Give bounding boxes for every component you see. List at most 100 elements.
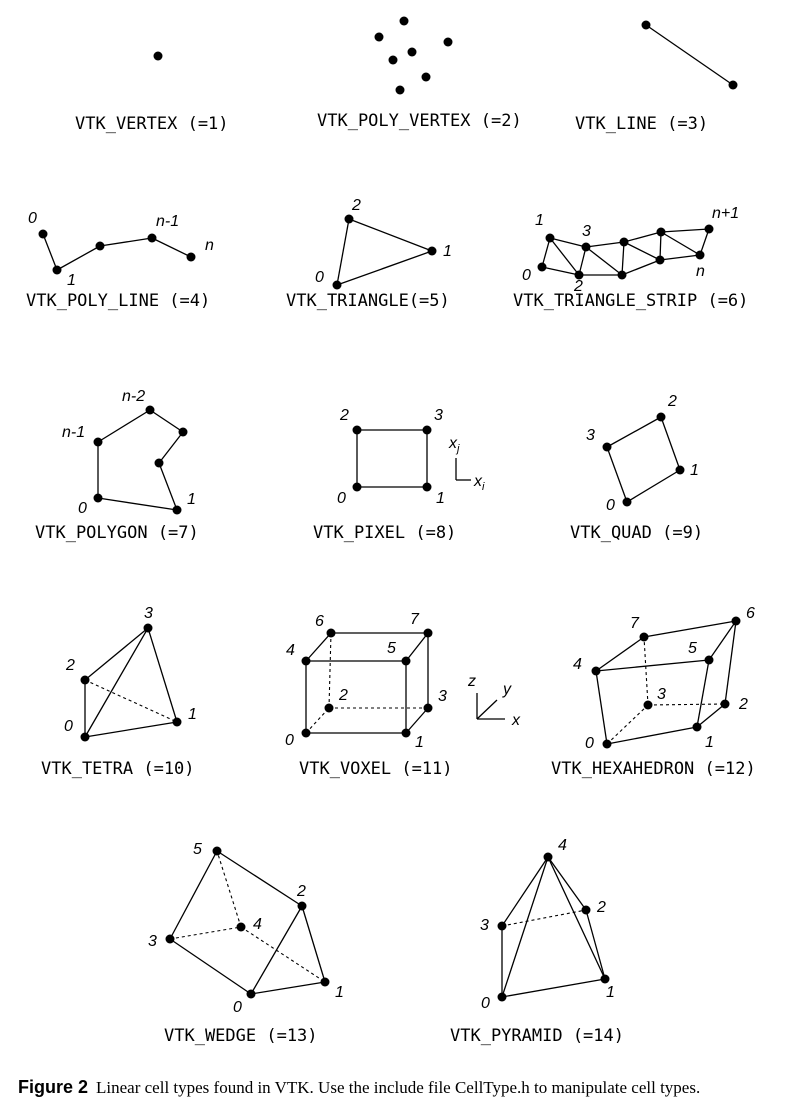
node-label: 1 (443, 243, 452, 260)
tetra-label: VTK_TETRA (=10) (41, 759, 195, 779)
triangle-point (344, 214, 354, 224)
poly-vertex-point (388, 55, 398, 65)
line-edge (645, 24, 734, 86)
strip-point (656, 227, 666, 237)
quad-point (675, 465, 685, 475)
hidden-edge (305, 707, 330, 734)
pyramid-point (497, 992, 507, 1002)
poly-vertex-point (399, 16, 409, 26)
pyramid-cell: 0 1 2 3 4 VTK_PYRAMID (=14) (450, 837, 624, 1046)
node-label: 4 (286, 642, 295, 659)
quad-point (656, 412, 666, 422)
poly-line-point (52, 265, 62, 275)
poly-line-point (95, 241, 105, 251)
polygon-label: VTK_POLYGON (=7) (35, 523, 199, 543)
hidden-edge (216, 850, 242, 928)
poly-vertex-point (374, 32, 384, 42)
cell-edge (250, 981, 326, 995)
caption-text: Linear cell types found in VTK. Use the … (96, 1078, 701, 1097)
cell-edge (659, 231, 662, 261)
node-label: 5 (387, 640, 396, 657)
node-label: 4 (558, 837, 567, 854)
node-label: 3 (582, 223, 591, 240)
hexahedron-point (643, 700, 653, 710)
cell-edge (696, 703, 726, 728)
cell-edge (585, 246, 623, 276)
node-label: 3 (144, 605, 153, 622)
wedge-point (165, 934, 175, 944)
quad-point (602, 442, 612, 452)
node-label: 1 (436, 490, 445, 507)
tetra-point (80, 732, 90, 742)
node-label: n (205, 237, 214, 254)
cell-edge (660, 228, 710, 233)
poly-vertex-point (407, 47, 417, 57)
cell-edge (158, 431, 184, 464)
polygon-cell: 0 1 n-1 n-2 VTK_POLYGON (=7) (35, 388, 199, 543)
cell-edge (169, 850, 218, 940)
cell-edge (606, 726, 698, 745)
poly-vertex-cell: VTK_POLY_VERTEX (=2) (317, 16, 522, 131)
node-label: n-2 (122, 388, 145, 405)
line-point (728, 80, 738, 90)
wedge-label: VTK_WEDGE (=13) (164, 1026, 318, 1046)
hexahedron-point (731, 616, 741, 626)
hidden-edge (240, 926, 326, 983)
hexahedron-point (591, 666, 601, 676)
wedge-point (320, 977, 330, 987)
node-label: 1 (415, 734, 424, 751)
strip-point (545, 233, 555, 243)
node-label: 3 (480, 917, 489, 934)
node-label: 0 (28, 210, 37, 227)
cell-edge (84, 627, 149, 681)
cell-edge (42, 233, 58, 271)
poly-line-point (186, 252, 196, 262)
voxel-cell: 0 1 2 3 4 5 6 7 z y x VTK_VOXEL (=11) (285, 611, 521, 779)
node-label: 5 (688, 640, 697, 657)
node-label: 2 (667, 393, 677, 410)
node-label: 2 (596, 899, 606, 916)
pyramid-label: VTK_PYRAMID (=14) (450, 1026, 624, 1046)
node-label: 0 (78, 500, 87, 517)
strip-point (574, 270, 584, 280)
axis-label-y: y (502, 681, 512, 698)
cell-edge (147, 627, 178, 723)
cell-edge (541, 266, 580, 276)
axis-label-z: z (467, 673, 476, 690)
node-label: 6 (746, 605, 755, 622)
cell-edge (501, 978, 606, 998)
tetra-point (80, 675, 90, 685)
polygon-point (93, 493, 103, 503)
node-label: 0 (606, 497, 615, 514)
pyramid-point (600, 974, 610, 984)
node-label: 2 (573, 278, 583, 295)
node-label: 0 (481, 995, 490, 1012)
node-label: 0 (285, 732, 294, 749)
cell-edge (336, 250, 433, 286)
cell-edge (405, 632, 429, 662)
cell-edge (97, 497, 178, 511)
cell-edge (97, 409, 151, 443)
polygon-point (178, 427, 188, 437)
node-label: 7 (630, 615, 640, 632)
cell-edge (606, 416, 662, 448)
cell-edge (158, 462, 178, 511)
cell-edge (585, 909, 606, 980)
node-label: 3 (586, 427, 595, 444)
node-label: 0 (522, 267, 531, 284)
node-label: 7 (410, 611, 420, 628)
cell-edge (606, 446, 628, 503)
hexahedron-label: VTK_HEXAHEDRON (=12) (551, 759, 756, 779)
polygon-point (93, 437, 103, 447)
pixel-label: VTK_PIXEL (=8) (313, 523, 456, 543)
line-label: VTK_LINE (=3) (575, 114, 708, 134)
pyramid-point (581, 905, 591, 915)
cell-edge (621, 259, 661, 276)
node-label: 3 (148, 933, 157, 950)
cell-edge (659, 254, 701, 261)
node-label: 0 (64, 718, 73, 735)
poly-vertex-point (443, 37, 453, 47)
strip-point (617, 270, 627, 280)
wedge-cell: 0 1 2 3 4 5 VTK_WEDGE (=13) (148, 841, 344, 1046)
cell-edge (348, 218, 433, 252)
